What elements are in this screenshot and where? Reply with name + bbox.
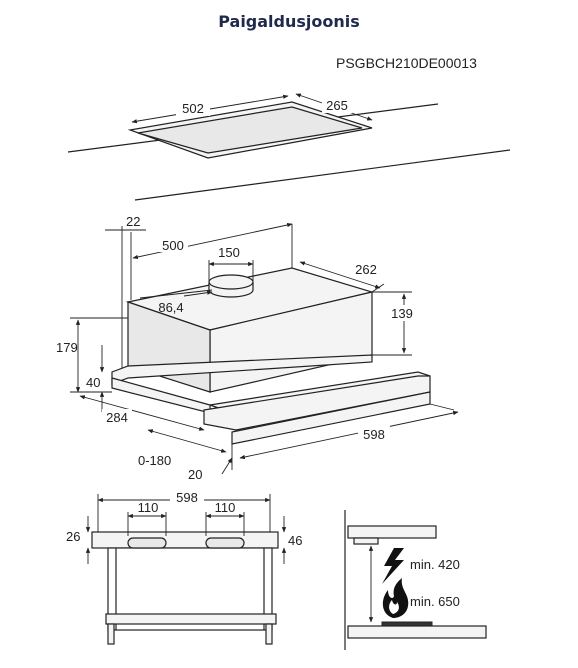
outlet-hole-left <box>127 537 167 549</box>
outlet-hole-right <box>205 537 245 549</box>
hob-profile <box>347 625 487 639</box>
front-598-label: 598 <box>176 490 198 505</box>
front-view: 598 110 110 26 46 <box>66 490 302 645</box>
front-110-right-label: 110 <box>215 500 236 515</box>
dim-86-4-label: 86,4 <box>158 300 183 315</box>
dim-139-label: 139 <box>391 306 413 321</box>
dim-0-180-label: 0-180 <box>138 453 171 468</box>
dim-500-label: 500 <box>162 238 184 253</box>
dim-40-label: 40 <box>86 375 100 390</box>
clearance-view: min. 420 min. 650 <box>344 510 487 650</box>
front-110-left-label: 110 <box>138 500 159 515</box>
drawing-code: PSGBCH210DE00013 <box>336 55 477 71</box>
outlet-top <box>208 274 254 290</box>
page-title: Paigaldusjoonis <box>218 12 360 31</box>
front-26-label: 26 <box>66 529 80 544</box>
dim-179-label: 179 <box>56 340 78 355</box>
dim-22-label: 22 <box>126 214 140 229</box>
clearance-electric-label: min. 420 <box>410 557 460 572</box>
hood-view: 22 500 150 262 86,4 139 <box>56 214 459 482</box>
dim-line-284 <box>79 395 205 431</box>
cutout-view: 502 265 <box>67 93 511 201</box>
dim-line-262 <box>299 261 381 289</box>
dim-20-label: 20 <box>188 467 202 482</box>
dim-598-label: 598 <box>363 427 385 442</box>
dim-265-label: 265 <box>326 98 348 113</box>
dim-284-label: 284 <box>106 410 128 425</box>
electric-icon <box>382 548 404 584</box>
dim-line-500 <box>132 222 293 260</box>
dim-line-86-4 <box>139 289 213 299</box>
front-top-panel <box>91 531 279 549</box>
dim-262-label: 262 <box>355 262 377 277</box>
dim-150-label: 150 <box>218 245 240 260</box>
dim-line-0-180 <box>147 429 227 453</box>
dim-502-label: 502 <box>182 101 204 116</box>
front-bottom-frame <box>105 613 277 625</box>
hood-profile <box>347 525 437 539</box>
front-46-label: 46 <box>288 533 302 548</box>
cabinet-edge-line <box>134 149 511 201</box>
dim-line-20 <box>221 457 233 475</box>
dim-line-598 <box>239 410 459 460</box>
hob-burner <box>381 621 433 627</box>
clearance-gas-label: min. 650 <box>410 594 460 609</box>
